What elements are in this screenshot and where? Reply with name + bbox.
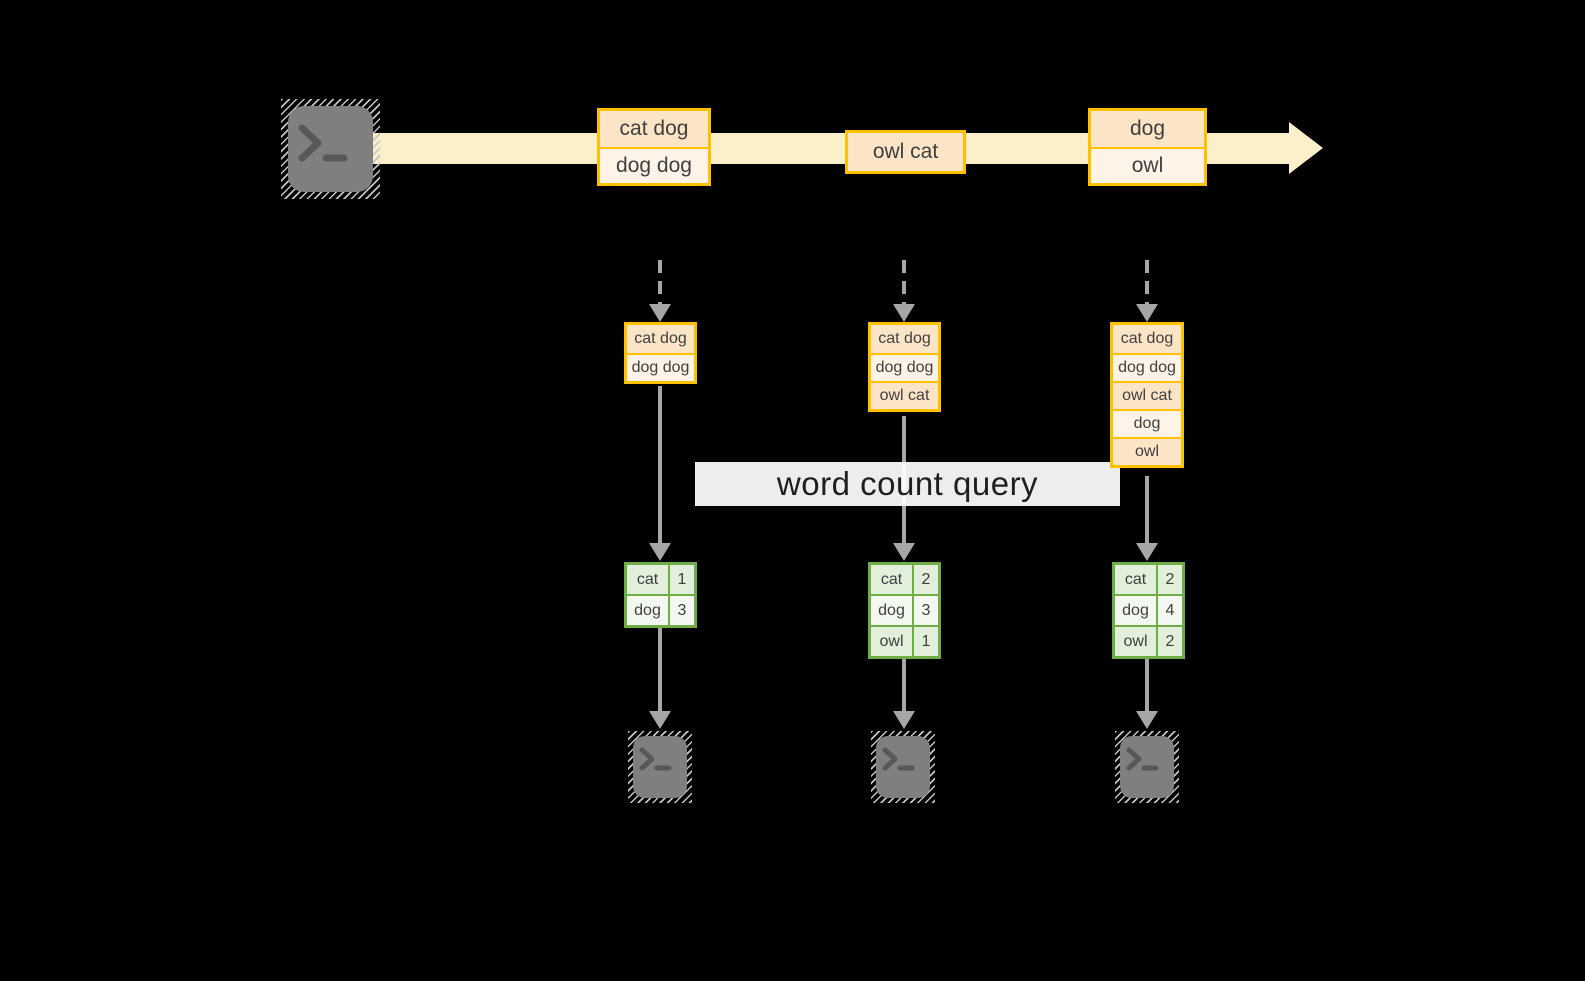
stream-batch-1: cat dog dog dog xyxy=(597,108,711,186)
query-arrow-line-1 xyxy=(658,386,662,544)
stream-record: owl cat xyxy=(848,133,963,171)
terminal-icon xyxy=(633,736,687,798)
input-table-1: cat dog dog dog xyxy=(624,322,697,384)
input-row: cat dog xyxy=(627,325,694,353)
result-word: cat xyxy=(627,565,668,594)
ingest-arrow-head-3 xyxy=(1136,304,1158,322)
terminal-icon xyxy=(876,736,930,798)
terminal-icon xyxy=(1120,736,1174,798)
result-word: cat xyxy=(871,565,912,594)
result-word: cat xyxy=(1115,565,1156,594)
stream-batch-2: owl cat xyxy=(845,130,966,174)
output-arrow-line-3 xyxy=(1145,659,1149,712)
stream-timeline-arrowhead-icon xyxy=(1289,122,1323,174)
result-table-3: cat 2 dog 4 owl 2 xyxy=(1112,562,1185,659)
result-table-2: cat 2 dog 3 owl 1 xyxy=(868,562,941,659)
sink-terminal-icon-3 xyxy=(1115,731,1179,803)
ingest-arrow-head-1 xyxy=(649,304,671,322)
result-word: dog xyxy=(871,596,912,625)
stream-record: dog dog xyxy=(600,147,708,183)
terminal-icon xyxy=(288,106,373,192)
input-row: dog dog xyxy=(1113,353,1181,381)
ingest-arrow-line-1 xyxy=(658,260,662,305)
output-arrow-head-2 xyxy=(893,711,915,729)
result-count: 1 xyxy=(670,565,694,594)
input-table-2: cat dog dog dog owl cat xyxy=(868,322,941,412)
output-arrow-line-2 xyxy=(902,659,906,712)
result-word: dog xyxy=(1115,596,1156,625)
input-row: owl cat xyxy=(871,381,938,409)
ingest-arrow-line-3 xyxy=(1145,260,1149,305)
result-table-1: cat 1 dog 3 xyxy=(624,562,697,628)
input-row: cat dog xyxy=(871,325,938,353)
query-arrow-line-3 xyxy=(1145,476,1149,544)
query-arrow-head-2 xyxy=(893,543,915,561)
query-arrow-head-3 xyxy=(1136,543,1158,561)
input-row: dog dog xyxy=(871,353,938,381)
output-arrow-line-1 xyxy=(658,628,662,712)
source-terminal-icon xyxy=(281,99,380,199)
result-count: 1 xyxy=(914,627,938,656)
input-row: dog xyxy=(1113,409,1181,437)
result-word: owl xyxy=(1115,627,1156,656)
input-row: dog dog xyxy=(627,353,694,381)
stream-batch-3: dog owl xyxy=(1088,108,1207,186)
result-count: 4 xyxy=(1158,596,1182,625)
result-count: 3 xyxy=(670,596,694,625)
ingest-arrow-head-2 xyxy=(893,304,915,322)
result-count: 2 xyxy=(1158,627,1182,656)
input-table-3: cat dog dog dog owl cat dog owl xyxy=(1110,322,1184,468)
sink-terminal-icon-1 xyxy=(628,731,692,803)
result-word: dog xyxy=(627,596,668,625)
output-arrow-head-3 xyxy=(1136,711,1158,729)
input-row: cat dog xyxy=(1113,325,1181,353)
stream-record: cat dog xyxy=(600,111,708,147)
stream-record: dog xyxy=(1091,111,1204,147)
result-word: owl xyxy=(871,627,912,656)
input-row: owl cat xyxy=(1113,381,1181,409)
sink-terminal-icon-2 xyxy=(871,731,935,803)
query-arrow-head-1 xyxy=(649,543,671,561)
result-count: 2 xyxy=(914,565,938,594)
query-label: word count query xyxy=(695,462,1120,506)
input-row: owl xyxy=(1113,437,1181,465)
ingest-arrow-line-2 xyxy=(902,260,906,305)
result-count: 3 xyxy=(914,596,938,625)
result-count: 2 xyxy=(1158,565,1182,594)
stream-record: owl xyxy=(1091,147,1204,183)
output-arrow-head-1 xyxy=(649,711,671,729)
